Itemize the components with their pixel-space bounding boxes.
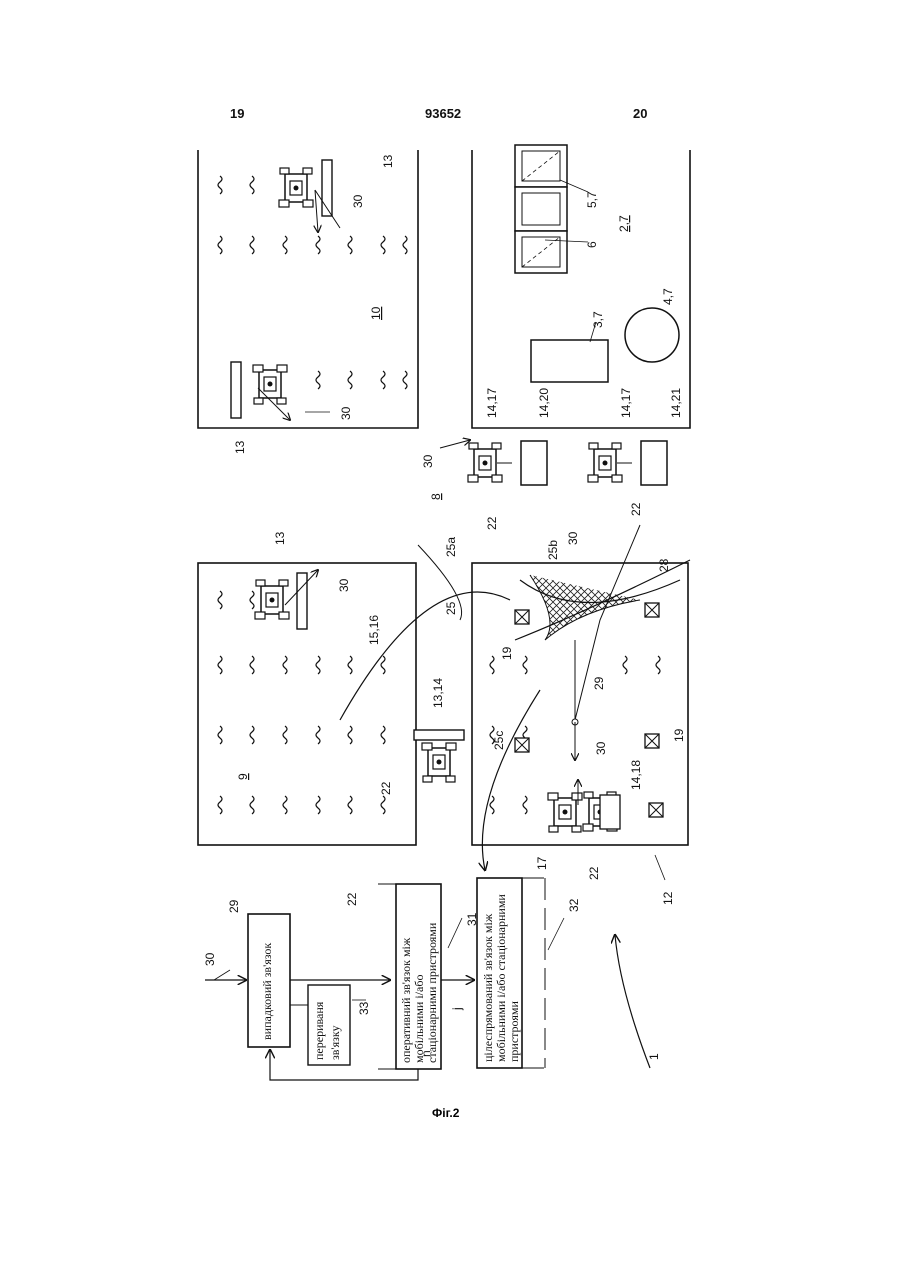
label-13-left: 13: [233, 440, 247, 454]
label-32: 32: [567, 898, 581, 912]
label-33: 33: [357, 1001, 371, 1015]
field-9: 13 30 15,16 9: [198, 531, 462, 845]
label-22-road-b: 22: [629, 502, 643, 516]
label-31: 31: [465, 912, 479, 926]
figure-caption: Фіг.2: [432, 1106, 460, 1120]
label-19-a: 19: [500, 646, 514, 660]
label-25c: 25c: [492, 731, 506, 750]
farmyard-2-7: 5,7 6 2,7 3,7 4,7: [472, 145, 690, 428]
block-22-line2: мобільними і/або: [412, 975, 426, 1063]
field-12: 25 25a 25b 25c 28 19 19 29 30 14,18 17 2…: [340, 525, 690, 905]
block-22-line1: оперативний зв'язок між: [399, 937, 413, 1063]
label-15-16: 15,16: [367, 615, 381, 645]
label-j: j: [450, 1007, 464, 1011]
label-14-17-b: 14,17: [619, 388, 633, 418]
road-8-vehicles: 14,17 14,20 14,17 14,21 30 8 22 22 30: [421, 388, 683, 545]
label-2-7: 2,7: [617, 215, 631, 232]
label-19-b: 19: [672, 728, 686, 742]
label-3-7: 3,7: [591, 311, 605, 328]
block-32-line3: пристроями: [507, 1001, 521, 1062]
label-1: 1: [647, 1053, 661, 1060]
label-14-21: 14,21: [669, 388, 683, 418]
block-32-line2: мобільними і/або стаціонарними: [494, 894, 508, 1062]
block-29-text: випадковий зв'язок: [260, 943, 274, 1040]
label-22-mid: 22: [379, 781, 393, 795]
label-25: 25: [444, 601, 458, 615]
label-25b: 25b: [546, 540, 560, 560]
label-30-top: 30: [351, 194, 365, 208]
label-30-road-b: 30: [566, 531, 580, 545]
label-22-road-a: 22: [485, 516, 499, 530]
label-30-road: 30: [421, 454, 435, 468]
label-14-17-a: 14,17: [485, 388, 499, 418]
label-17: 17: [535, 856, 549, 870]
label-8: 8: [429, 493, 443, 500]
label-30-block: 30: [203, 952, 217, 966]
label-22-field12: 22: [587, 866, 601, 880]
label-9: 9: [236, 773, 250, 780]
label-29-field: 29: [592, 676, 606, 690]
label-5-7: 5,7: [585, 191, 599, 208]
label-4-7: 4,7: [661, 288, 675, 305]
label-30-left: 30: [339, 406, 353, 420]
block-33-line2: зв'язку: [328, 1026, 342, 1061]
field-10: 10 13 30 13 30: [198, 150, 418, 454]
label-30-field12: 30: [594, 741, 608, 755]
label-10: 10: [369, 306, 383, 320]
block-diagram: випадковий зв'язок 29 перериваня зв'язку…: [203, 878, 661, 1080]
label-28: 28: [657, 558, 671, 572]
block-22-line3: стаціонарними пристроями: [425, 922, 439, 1063]
label-13-top: 13: [381, 154, 395, 168]
label-13-field9: 13: [273, 531, 287, 545]
label-14-20: 14,20: [537, 388, 551, 418]
label-13-14: 13,14: [431, 678, 445, 708]
label-n: n: [419, 1050, 433, 1057]
block-33-line1: перериваня: [312, 1001, 326, 1060]
block-32-line1: цілеспрямований зв'язок між: [481, 913, 495, 1062]
label-22-block: 22: [345, 892, 359, 906]
label-14-18: 14,18: [629, 760, 643, 790]
tractor-13-14: 13,14 22: [379, 678, 464, 795]
label-30-field9: 30: [337, 578, 351, 592]
label-25a: 25a: [444, 537, 458, 557]
label-12: 12: [661, 891, 675, 905]
label-29-block: 29: [227, 899, 241, 913]
